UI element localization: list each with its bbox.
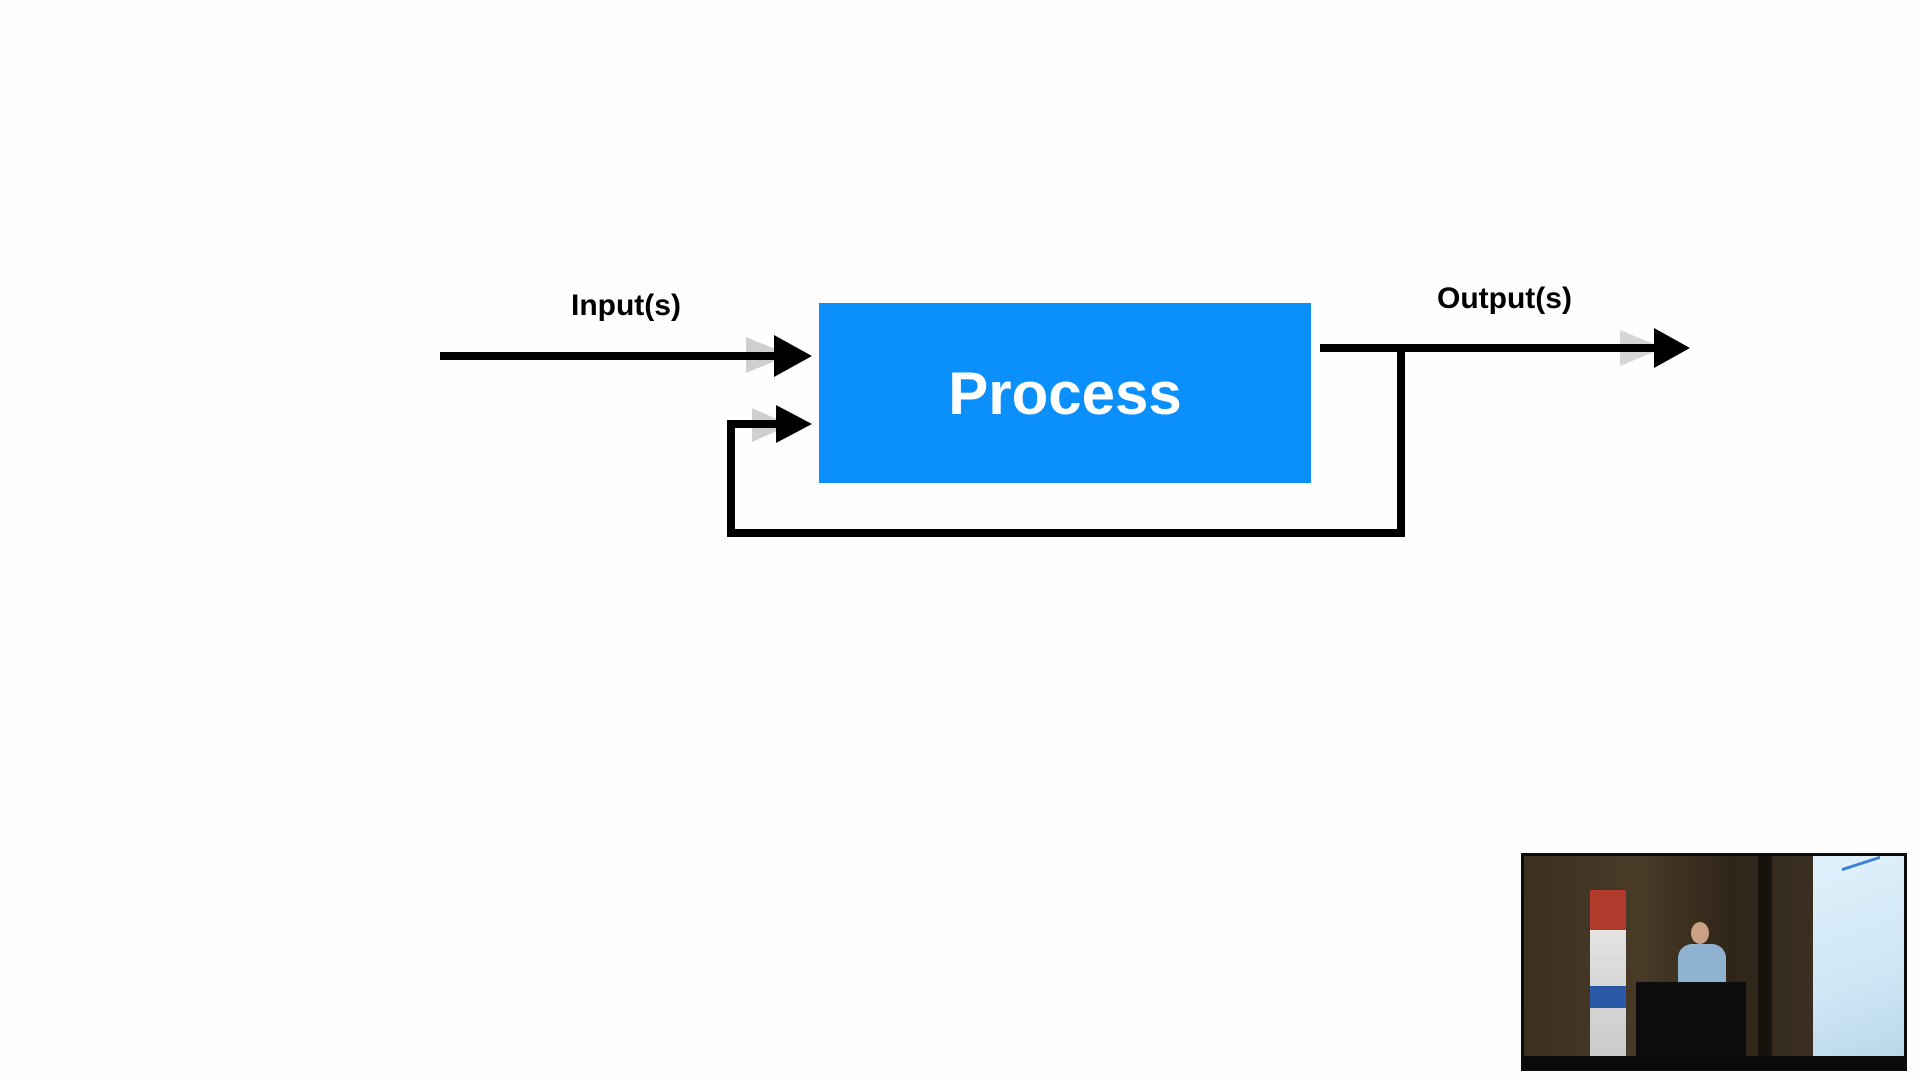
conference-banner-logo — [1590, 890, 1626, 930]
podium — [1636, 982, 1746, 1068]
conference-banner-stripe — [1590, 986, 1626, 1008]
feedback-loop-line — [727, 352, 1405, 537]
speaker-head — [1691, 922, 1709, 944]
output-label: Output(s) — [1437, 282, 1572, 315]
output-arrow-head — [1654, 328, 1690, 368]
input-arrow-head — [774, 335, 812, 377]
speaker-camera-feed-icon — [1524, 855, 1904, 1068]
speaker-video-overlay — [1521, 853, 1907, 1071]
process-box: Process — [819, 303, 1311, 483]
feedback-arrow-head — [776, 405, 812, 443]
projection-screen — [1813, 856, 1904, 1056]
process-label: Process — [948, 359, 1182, 427]
speaker-body — [1678, 944, 1726, 986]
video-bottom-bar — [1524, 1056, 1904, 1068]
input-label: Input(s) — [571, 289, 681, 322]
curtain — [1758, 856, 1772, 1068]
